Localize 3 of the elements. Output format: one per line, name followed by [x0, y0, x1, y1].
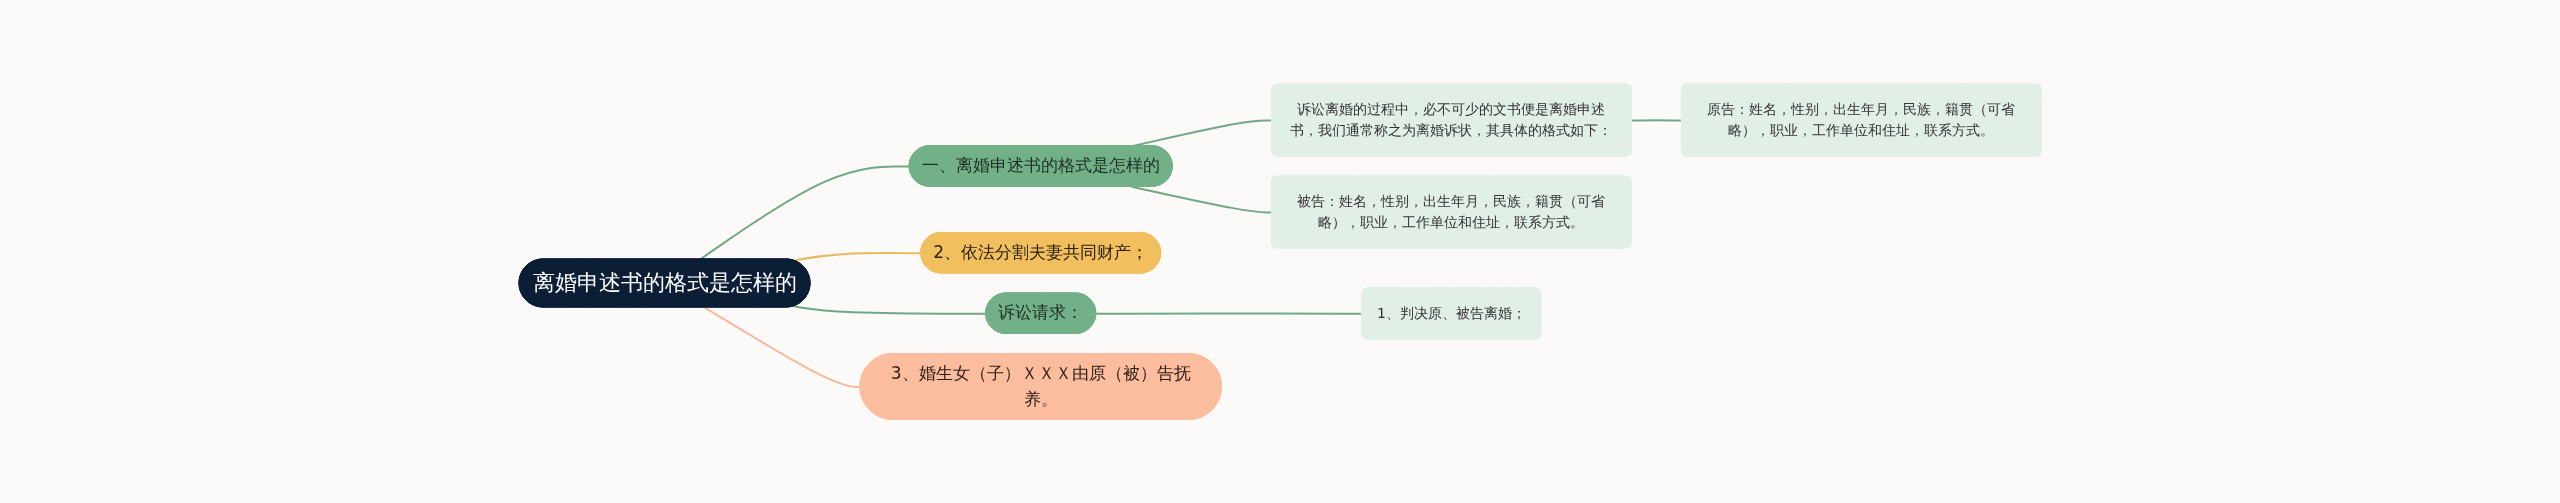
connector: [792, 305, 987, 315]
connector: [1630, 118, 1683, 122]
connector: [1130, 185, 1273, 214]
